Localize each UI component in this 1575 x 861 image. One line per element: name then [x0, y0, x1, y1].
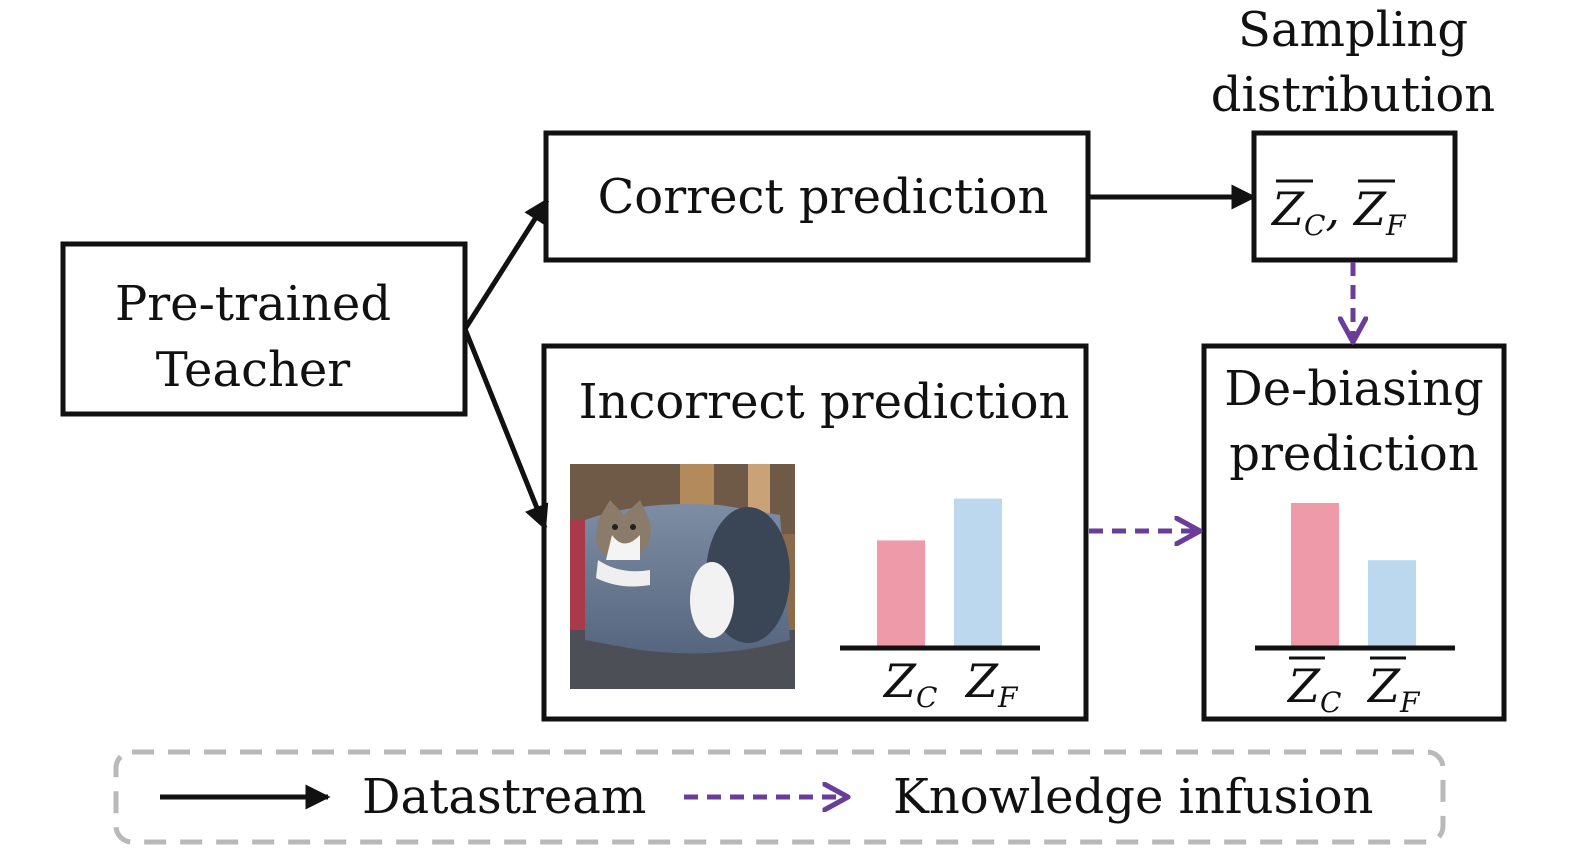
cat-photo	[570, 464, 795, 689]
datastream-arrow-teacher-to-correct	[462, 197, 550, 331]
tick-label-z-f-bar: ZF	[1366, 659, 1421, 719]
bar-z-f-bar	[1368, 560, 1416, 646]
tick-label-z-c: ZC	[882, 654, 937, 714]
debiasing-prediction-node: De-biasing prediction ZC ZF	[1201, 343, 1507, 722]
bar-z-f	[954, 498, 1002, 646]
debias-prediction-chart: ZC ZF	[1255, 503, 1455, 719]
legend: Datastream Knowledge infusion	[113, 749, 1446, 845]
sampling-title-line2: distribution	[1211, 67, 1495, 123]
debias-label-line2: prediction	[1229, 426, 1479, 482]
teacher-node: Pre-trained Teacher	[60, 241, 468, 417]
legend-datastream-label: Datastream	[362, 769, 646, 825]
bar-z-c-bar	[1291, 503, 1339, 646]
debias-label-line1: De-biasing	[1224, 361, 1483, 417]
sampling-title-line1: Sampling	[1238, 2, 1468, 58]
tick-label-z-f: ZF	[964, 654, 1019, 714]
incorrect-prediction-chart: ZC ZF	[840, 498, 1040, 714]
incorrect-prediction-node: Incorrect prediction ZC ZF	[541, 343, 1089, 722]
correct-prediction-label: Correct prediction	[598, 169, 1049, 225]
legend-knowledge-label: Knowledge infusion	[893, 769, 1373, 825]
datastream-arrow-teacher-to-incorrect	[462, 328, 549, 531]
teacher-label-line1: Pre-trained	[115, 276, 391, 332]
sampling-z-c: ZC,	[1270, 182, 1340, 242]
sampling-distribution-node: Sampling distribution ZC, ZF	[1211, 2, 1495, 263]
sampling-z-f: ZF	[1352, 182, 1407, 242]
tick-label-z-c-bar: ZC	[1286, 659, 1341, 719]
incorrect-prediction-label: Incorrect prediction	[579, 374, 1070, 430]
bar-z-c	[877, 540, 925, 646]
teacher-label-line2: Teacher	[156, 342, 351, 398]
correct-prediction-node: Correct prediction	[543, 130, 1091, 263]
